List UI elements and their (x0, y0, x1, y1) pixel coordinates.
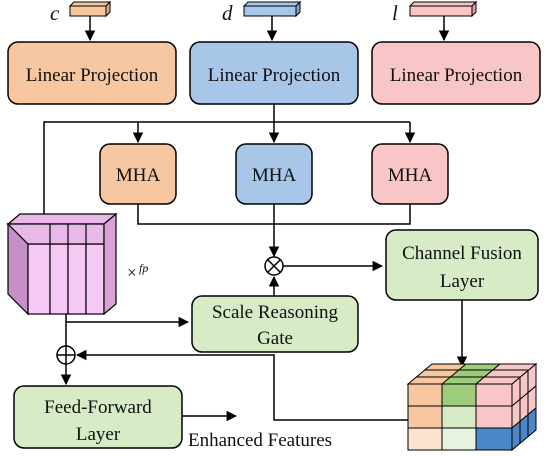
linear-projection-c (7, 41, 177, 105)
input-bar-d (242, 0, 302, 18)
linear-projection-d-label: Linear Projection (208, 65, 341, 86)
feature-stack (6, 212, 118, 316)
input-label-c: c (50, 1, 60, 25)
feed-forward-label-2: Layer (76, 424, 121, 445)
add-node (56, 345, 76, 365)
enhanced-features-label: Enhanced Features (188, 430, 332, 451)
multiply-node (264, 256, 284, 276)
linear-projection-l-label: Linear Projection (390, 65, 523, 86)
feed-forward-layer (13, 385, 183, 449)
linear-projection-c-label: Linear Projection (26, 65, 159, 86)
channel-fusion-label-1: Channel Fusion (402, 243, 522, 264)
input-label-l: l (392, 1, 398, 25)
input-bar-c (68, 0, 112, 18)
feature-broadcast-line (43, 121, 410, 222)
times-fp-symbol: × (126, 263, 137, 282)
linear-projection-l (371, 41, 541, 105)
mha-c-label: MHA (116, 165, 161, 186)
input-bar-l (408, 0, 478, 18)
feed-forward-label-1: Feed-Forward (44, 397, 152, 418)
scale-reasoning-label-2: Gate (257, 328, 293, 349)
residual-line (75, 349, 420, 421)
scale-reasoning-label-1: Scale Reasoning (212, 302, 339, 323)
scale-reasoning-gate (191, 295, 359, 353)
fused-feature-cube (406, 362, 538, 452)
channel-fusion-label-2: Layer (440, 271, 485, 292)
input-label-d: d (222, 1, 233, 25)
times-fp-superscript: fp (139, 261, 148, 275)
mha-d-label: MHA (252, 165, 297, 186)
mha-l-label: MHA (388, 165, 433, 186)
